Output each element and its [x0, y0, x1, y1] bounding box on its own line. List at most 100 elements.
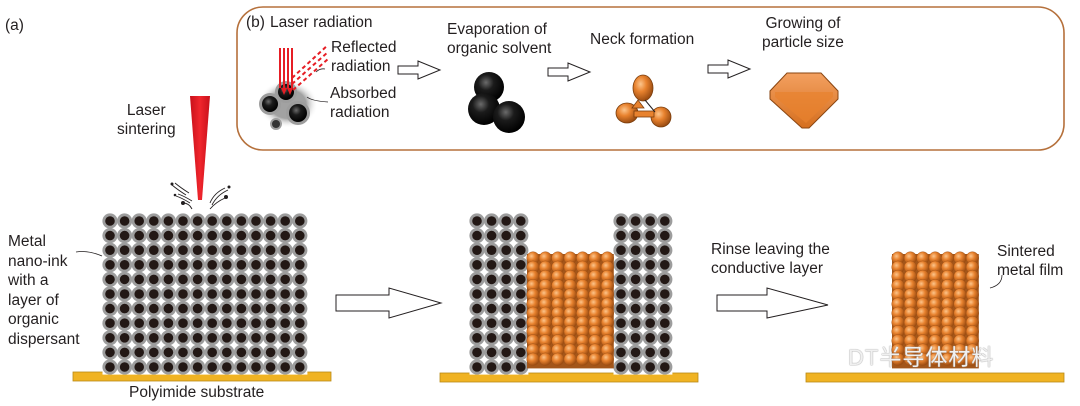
nanoparticle-core — [616, 333, 626, 343]
nanoparticle-core — [105, 333, 115, 343]
nanoparticle-core — [192, 303, 203, 314]
nanoparticle-core — [265, 362, 276, 372]
nanoparticle-core — [134, 216, 144, 226]
nanoparticle-core — [501, 318, 512, 329]
nanoparticle-core — [192, 289, 203, 299]
sintered-particle — [551, 352, 565, 366]
nanoparticle-core — [134, 230, 144, 241]
nanoparticle-core — [119, 333, 130, 343]
nanoparticle-core — [149, 362, 159, 372]
nanoparticle-core — [630, 230, 641, 241]
nanoparticle-core — [207, 303, 217, 314]
panel-b-frame — [236, 6, 1065, 151]
nanoparticle-core — [149, 303, 159, 314]
nanoparticle-core — [516, 289, 526, 299]
nanoparticle-core — [472, 245, 482, 255]
nanoparticle-core — [501, 362, 512, 372]
nanoparticle-core — [222, 289, 232, 299]
nanoparticle-core — [295, 289, 305, 299]
nanoparticle-core — [486, 274, 497, 285]
nanoparticle-core — [105, 260, 115, 270]
nano-ink-block — [102, 213, 308, 375]
nanoparticle-core — [645, 303, 655, 314]
nanoparticle-core — [645, 289, 655, 299]
nanoparticle-core — [501, 333, 512, 343]
nanoparticle-core — [105, 303, 115, 314]
nano-ink-block-left — [469, 213, 529, 375]
laser-radiation-title: Laser radiation — [270, 14, 373, 31]
nanoparticle-core — [163, 333, 174, 343]
nanoparticle-core — [501, 303, 512, 314]
nanoparticle-core — [178, 216, 188, 226]
nanoparticle-core — [222, 303, 232, 314]
nanoparticle-core — [207, 347, 217, 358]
sintered-particle — [526, 352, 540, 366]
nanoparticle-core — [516, 230, 526, 241]
nanoparticle-core — [251, 216, 261, 226]
nanoparticle-core — [178, 260, 188, 270]
nanoparticle-core — [486, 303, 497, 314]
nanoparticle-core — [616, 274, 626, 285]
nanoparticle-core — [501, 274, 512, 285]
nanoparticle-core — [472, 289, 482, 299]
nanoparticle-core — [192, 362, 203, 372]
nanoparticle-core — [516, 318, 526, 329]
nanoparticle-core — [616, 216, 626, 226]
nanoparticle-core — [134, 289, 144, 299]
nanoparticle-core — [149, 260, 159, 270]
nanoparticle-core — [105, 318, 115, 329]
nanoparticle-core — [486, 260, 497, 270]
nanoparticle-core — [501, 230, 512, 241]
nanoparticle-core — [660, 230, 670, 241]
nanoparticle-core — [207, 245, 217, 255]
nano-ink-block-right — [613, 213, 673, 375]
nanoparticle-core — [472, 230, 482, 241]
panel-a-label: (a) — [5, 17, 24, 34]
nanoparticle-core — [630, 274, 641, 285]
nanoparticle-core — [207, 274, 217, 285]
nanoparticle-core — [660, 274, 670, 285]
nanoparticle-core — [251, 230, 261, 241]
nanoparticle-core — [119, 318, 130, 329]
nanoparticle-core — [630, 216, 641, 226]
nanoparticle-core — [616, 260, 626, 270]
nanoparticle-core — [501, 245, 512, 255]
nanoparticle-core — [134, 362, 144, 372]
sintered-particle — [588, 352, 602, 366]
nanoparticle-core — [472, 333, 482, 343]
nanoparticle-core — [660, 289, 670, 299]
nanoparticle-core — [178, 303, 188, 314]
nanoparticle-core — [516, 347, 526, 358]
nanoparticle-core — [119, 362, 130, 372]
step-arrow-1 — [397, 60, 442, 80]
nanoparticle-core — [105, 274, 115, 285]
nanoparticle-core — [192, 274, 203, 285]
nanoparticle-core — [645, 230, 655, 241]
nanoparticle-core — [486, 362, 497, 372]
nanoparticle-core — [486, 289, 497, 299]
nanoparticle-core — [134, 274, 144, 285]
nanoparticle-core — [178, 347, 188, 358]
nanoparticle-core — [660, 362, 670, 372]
nanoparticle-core — [105, 216, 115, 226]
nanoparticle-core — [119, 289, 130, 299]
nanoparticle-core — [295, 274, 305, 285]
sintered-particle — [576, 352, 590, 366]
nanoparticle-core — [645, 347, 655, 358]
nanoparticle-core — [163, 318, 174, 329]
nanoparticle-core — [236, 289, 247, 299]
nanoparticle-core — [265, 289, 276, 299]
nanoparticle-core — [222, 245, 232, 255]
nanoparticle-core — [472, 318, 482, 329]
nanoparticle-core — [222, 260, 232, 270]
substrate-label: Polyimide substrate — [129, 384, 265, 401]
nanoparticle-core — [192, 230, 203, 241]
step-particle-growth-label: Growing of particle size — [762, 15, 844, 51]
nanoparticle-core — [207, 289, 217, 299]
nanoparticle-core — [472, 274, 482, 285]
nanoparticle-core — [149, 274, 159, 285]
nanoparticle-core — [251, 274, 261, 285]
nanoparticle-core — [134, 318, 144, 329]
nanoparticle-core — [163, 362, 174, 372]
nanoparticle-core — [222, 362, 232, 372]
